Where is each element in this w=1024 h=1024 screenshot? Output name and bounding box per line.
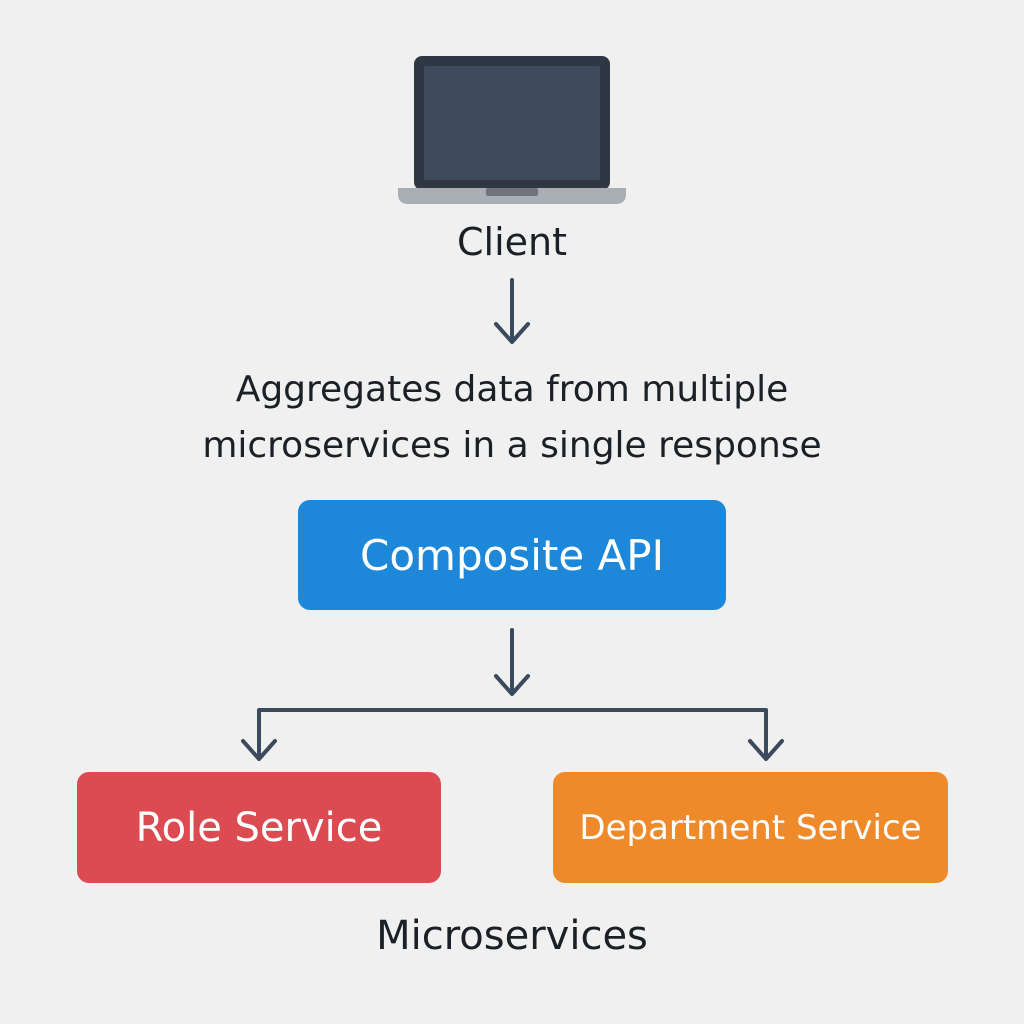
composite-description: Aggregates data from multiple microservi…	[112, 362, 912, 474]
department-service-box: Department Service	[553, 772, 948, 883]
composite-api-label: Composite API	[360, 530, 664, 580]
role-service-label: Role Service	[135, 804, 383, 851]
department-service-label: Department Service	[579, 807, 922, 848]
arrowhead-role	[241, 739, 277, 761]
laptop-icon	[398, 56, 626, 204]
microservices-label: Microservices	[376, 913, 648, 959]
composite-api-box: Composite API	[298, 500, 726, 610]
client-label: Client	[456, 220, 567, 264]
arrowhead-department	[748, 739, 784, 761]
branch-connector	[257, 708, 768, 759]
description-line-1: Aggregates data from multiple	[235, 369, 789, 410]
arrowhead-client-down	[494, 322, 530, 344]
arrowhead-composite-down	[494, 674, 530, 696]
description-line-2: microservices in a single response	[202, 425, 822, 466]
role-service-box: Role Service	[77, 772, 441, 883]
